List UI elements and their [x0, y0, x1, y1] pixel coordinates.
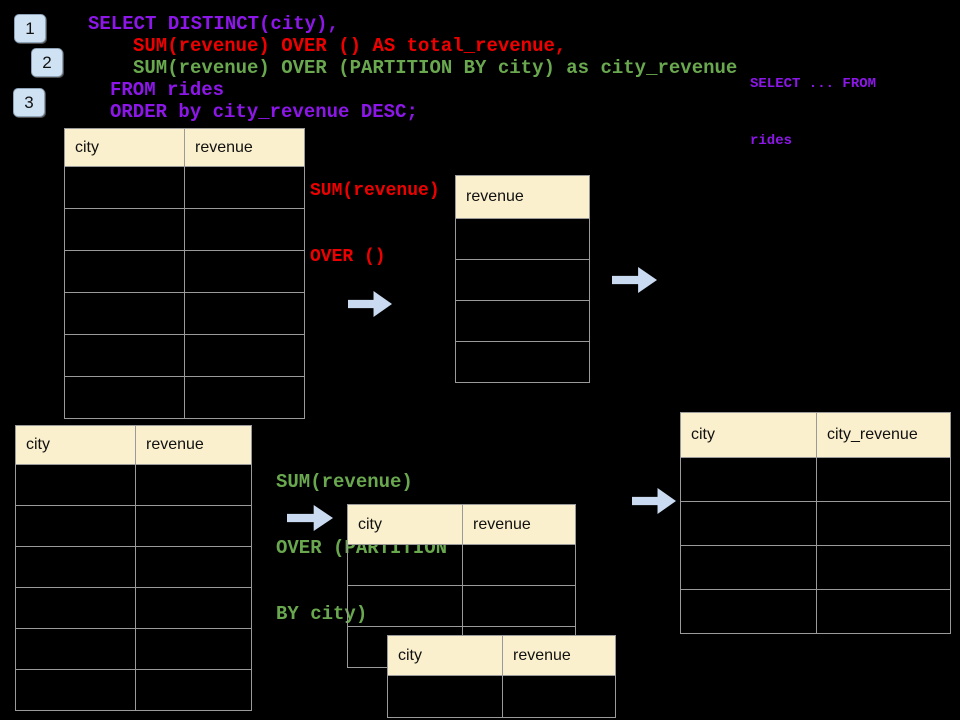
sql-line-order-by: ORDER by city_revenue DESC; [110, 101, 418, 123]
step-badge-1: 1 [14, 14, 46, 43]
table-row [455, 218, 590, 260]
table-row [15, 505, 252, 547]
table-row [64, 292, 305, 335]
table-row [455, 259, 590, 301]
corner-sql-snippet: SELECT ... FROM rides [750, 37, 876, 170]
source-table-bottom: city revenue [15, 425, 252, 711]
table-row [455, 300, 590, 342]
sql-line-sum-over-all: SUM(revenue) OVER () AS total_revenue, [133, 35, 567, 57]
table-row [15, 669, 252, 711]
flow-arrow-right-icon [348, 291, 392, 317]
annotation-over-all-line1: SUM(revenue) [310, 181, 440, 201]
column-header-city: city [387, 635, 503, 676]
table-row [15, 464, 252, 506]
table-row [15, 628, 252, 670]
column-header-city: city [64, 128, 185, 167]
table-row [64, 376, 305, 419]
table-row [15, 587, 252, 629]
corner-sql-snippet-line1: SELECT ... FROM [750, 76, 877, 92]
step-badge-3: 3 [13, 88, 45, 117]
table-row [680, 589, 951, 634]
total-revenue-table: revenue [455, 175, 590, 383]
step-badge-2: 2 [31, 48, 63, 77]
result-table: city city_revenue [680, 412, 951, 634]
column-header-revenue: revenue [184, 128, 305, 167]
column-header-revenue: revenue [135, 425, 252, 465]
table-row [387, 675, 616, 718]
flow-arrow-right-icon [612, 267, 657, 293]
sql-line-from: FROM rides [110, 79, 225, 101]
table-row [347, 585, 576, 627]
column-header-revenue: revenue [502, 635, 616, 676]
column-header-revenue: revenue [455, 175, 590, 219]
partition-table-front: city revenue [387, 635, 616, 718]
annotation-over-all: SUM(revenue) OVER () [310, 136, 440, 290]
sql-line-select-distinct: SELECT DISTINCT(city), [88, 13, 339, 35]
annotation-over-all-line2: OVER () [310, 247, 386, 267]
table-row [15, 546, 252, 588]
table-row [347, 544, 576, 586]
flow-arrow-right-icon [632, 488, 676, 514]
table-row [455, 341, 590, 383]
table-row [64, 334, 305, 377]
table-row [680, 545, 951, 590]
annotation-over-partition-line1: SUM(revenue) [276, 471, 413, 493]
column-header-city: city [347, 504, 463, 545]
column-header-city-revenue: city_revenue [816, 412, 951, 458]
sql-line-sum-over-partition: SUM(revenue) OVER (PARTITION BY city) as… [133, 57, 738, 79]
source-table-top: city revenue [64, 128, 305, 419]
table-row [680, 501, 951, 546]
column-header-city: city [680, 412, 817, 458]
table-row [680, 457, 951, 502]
table-row [64, 250, 305, 293]
table-row [64, 166, 305, 209]
table-row [64, 208, 305, 251]
column-header-revenue: revenue [462, 504, 576, 545]
corner-sql-snippet-line2: rides [750, 133, 793, 149]
column-header-city: city [15, 425, 136, 465]
